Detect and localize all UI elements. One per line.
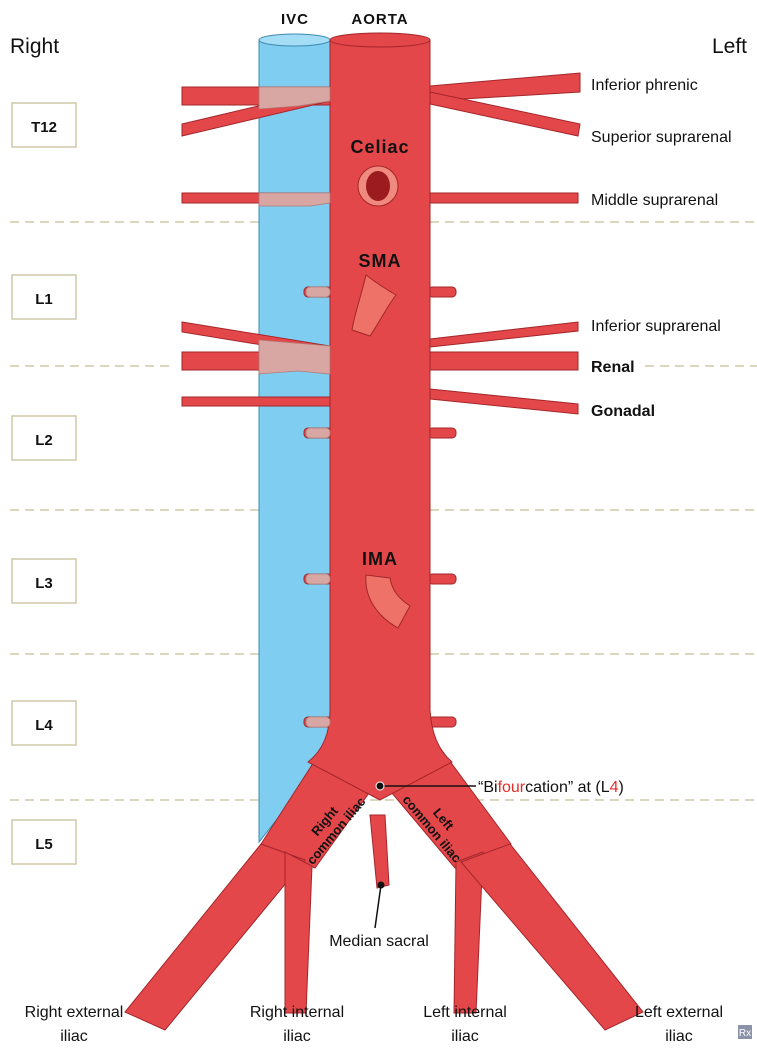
inferior-phrenic-label: Inferior phrenic [591,77,698,94]
celiac-label: Celiac [350,137,409,157]
vertebra-label: L4 [35,717,53,734]
right-side-label: Right [10,35,59,58]
left-middle-suprarenal-branch [420,193,578,203]
vertebra-l1: L1 [12,275,76,319]
celiac-trunk-ostium [358,166,398,206]
median-sacral-callout: Median sacral [329,882,429,951]
ivc-label: IVC [281,11,309,28]
bifurcation-label: “Bifourcation” at (L4) [478,779,624,796]
right-internal-iliac [285,852,312,1013]
left-inferior-suprarenal-branch [420,322,578,347]
vertebra-label: T12 [31,119,57,136]
vertebra-t12: T12 [12,103,76,147]
sma-label: SMA [359,251,402,271]
vertebra-label: L3 [35,575,53,592]
vertebra-boxes: T12 L1 L2 L3 L4 L5 [12,103,76,864]
middle-suprarenal-label: Middle suprarenal [591,192,718,209]
renal-label: Renal [591,359,635,376]
vertebra-l2: L2 [12,416,76,460]
left-external-iliac [461,844,643,1030]
rx-logo-text: Rx [739,1028,751,1039]
superior-suprarenal-label: Superior suprarenal [591,129,732,146]
ima-label: IMA [362,549,398,569]
right-external-iliac [125,844,305,1030]
rx-logo: Rx [738,1025,752,1039]
median-sacral-artery [370,815,389,888]
vertebra-label: L5 [35,836,53,853]
left-gonadal-branch [420,389,578,414]
left-side-label: Left [712,35,747,58]
vertebra-l3: L3 [12,559,76,603]
vertebra-label: L2 [35,432,53,449]
median-sacral-label: Median sacral [329,933,429,950]
vertebra-label: L1 [35,291,53,308]
left-superior-suprarenal-branch [420,92,580,136]
right-gonadal-branch [182,397,330,406]
vertebra-l5: L5 [12,820,76,864]
inferior-suprarenal-label: Inferior suprarenal [591,318,721,335]
aorta-label: AORTA [351,11,408,28]
vertebra-l4: L4 [12,701,76,745]
left-renal-branch [420,352,578,370]
gonadal-label: Gonadal [591,403,655,420]
